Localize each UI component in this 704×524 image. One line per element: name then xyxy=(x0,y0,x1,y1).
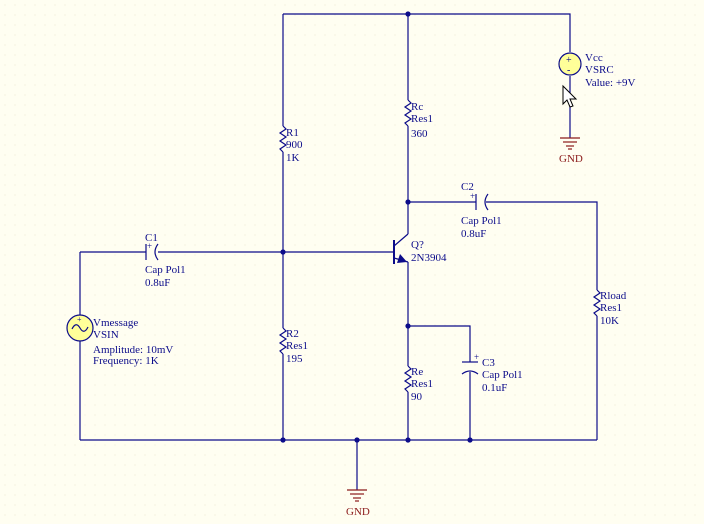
q-model: 2N3904 xyxy=(411,252,447,264)
vmessage-amplitude: Amplitude: 10mV xyxy=(93,344,173,356)
r2-name: R2 xyxy=(286,328,299,340)
rload-value: 10K xyxy=(600,315,619,327)
ground-label-top: GND xyxy=(559,153,583,165)
rc-value: 360 xyxy=(411,128,428,140)
svg-text:+: + xyxy=(77,315,82,324)
rc-model: Res1 xyxy=(411,113,433,125)
ground-symbol-top[interactable]: GND xyxy=(559,137,583,165)
wires xyxy=(79,13,598,490)
r2-value: 195 xyxy=(286,353,303,365)
vcc-value: Value: +9V xyxy=(585,77,636,89)
r1-value: 1K xyxy=(286,152,300,164)
c2-value: 0.8uF xyxy=(461,228,486,240)
c1-model: Cap Pol1 xyxy=(145,264,186,276)
vcc-name: Vcc xyxy=(585,52,603,64)
resistor-rc[interactable]: Rc Res1 360 xyxy=(403,99,433,140)
vmessage-source[interactable]: + Vmessage VSIN Amplitude: 10mV Frequenc… xyxy=(66,314,173,367)
vmessage-model: VSIN xyxy=(93,329,119,341)
capacitor-c2[interactable]: + C2 Cap Pol1 0.8uF xyxy=(461,181,502,240)
r1-model: 900 xyxy=(286,139,303,151)
rload-name: Rload xyxy=(600,290,627,302)
re-value: 90 xyxy=(411,391,423,403)
rload-model: Res1 xyxy=(600,302,622,314)
q-name: Q? xyxy=(411,239,424,251)
vmessage-name: Vmessage xyxy=(93,317,138,329)
svg-text:-: - xyxy=(567,65,570,76)
mouse-cursor-icon xyxy=(562,84,578,108)
c1-name: C1 xyxy=(145,232,158,244)
resistor-re[interactable]: Re Res1 90 xyxy=(403,365,433,403)
vcc-source[interactable]: + - Vcc VSRC Value: +9V xyxy=(558,52,636,89)
c3-model: Cap Pol1 xyxy=(482,369,523,381)
re-name: Re xyxy=(411,366,423,378)
ground-symbol-bottom[interactable]: GND xyxy=(346,489,370,518)
c3-name: C3 xyxy=(482,357,495,369)
c2-name: C2 xyxy=(461,181,474,193)
capacitor-c1[interactable]: + C1 Cap Pol1 0.8uF xyxy=(145,232,186,289)
re-model: Res1 xyxy=(411,378,433,390)
svg-text:+: + xyxy=(566,55,572,66)
c1-value: 0.8uF xyxy=(145,277,170,289)
c3-value: 0.1uF xyxy=(482,382,507,394)
svg-text:+: + xyxy=(470,191,475,201)
r1-name: R1 xyxy=(286,127,299,139)
junction-dots xyxy=(280,11,473,443)
ground-label-bottom: GND xyxy=(346,506,370,518)
r2-model: Res1 xyxy=(286,340,308,352)
resistor-r2[interactable]: R2 Res1 195 xyxy=(278,327,308,365)
capacitor-c3[interactable]: + C3 Cap Pol1 0.1uF xyxy=(461,352,523,394)
svg-text:+: + xyxy=(474,352,479,362)
transistor-q[interactable]: Q? 2N3904 xyxy=(393,233,447,264)
resistor-rload[interactable]: Rload Res1 10K xyxy=(592,289,627,327)
resistor-r1[interactable]: R1 900 1K xyxy=(278,125,303,164)
vcc-model: VSRC xyxy=(585,64,614,76)
rc-name: Rc xyxy=(411,101,423,113)
vmessage-frequency: Frequency: 1K xyxy=(93,355,159,367)
c2-model: Cap Pol1 xyxy=(461,215,502,227)
svg-text:+: + xyxy=(147,241,152,251)
